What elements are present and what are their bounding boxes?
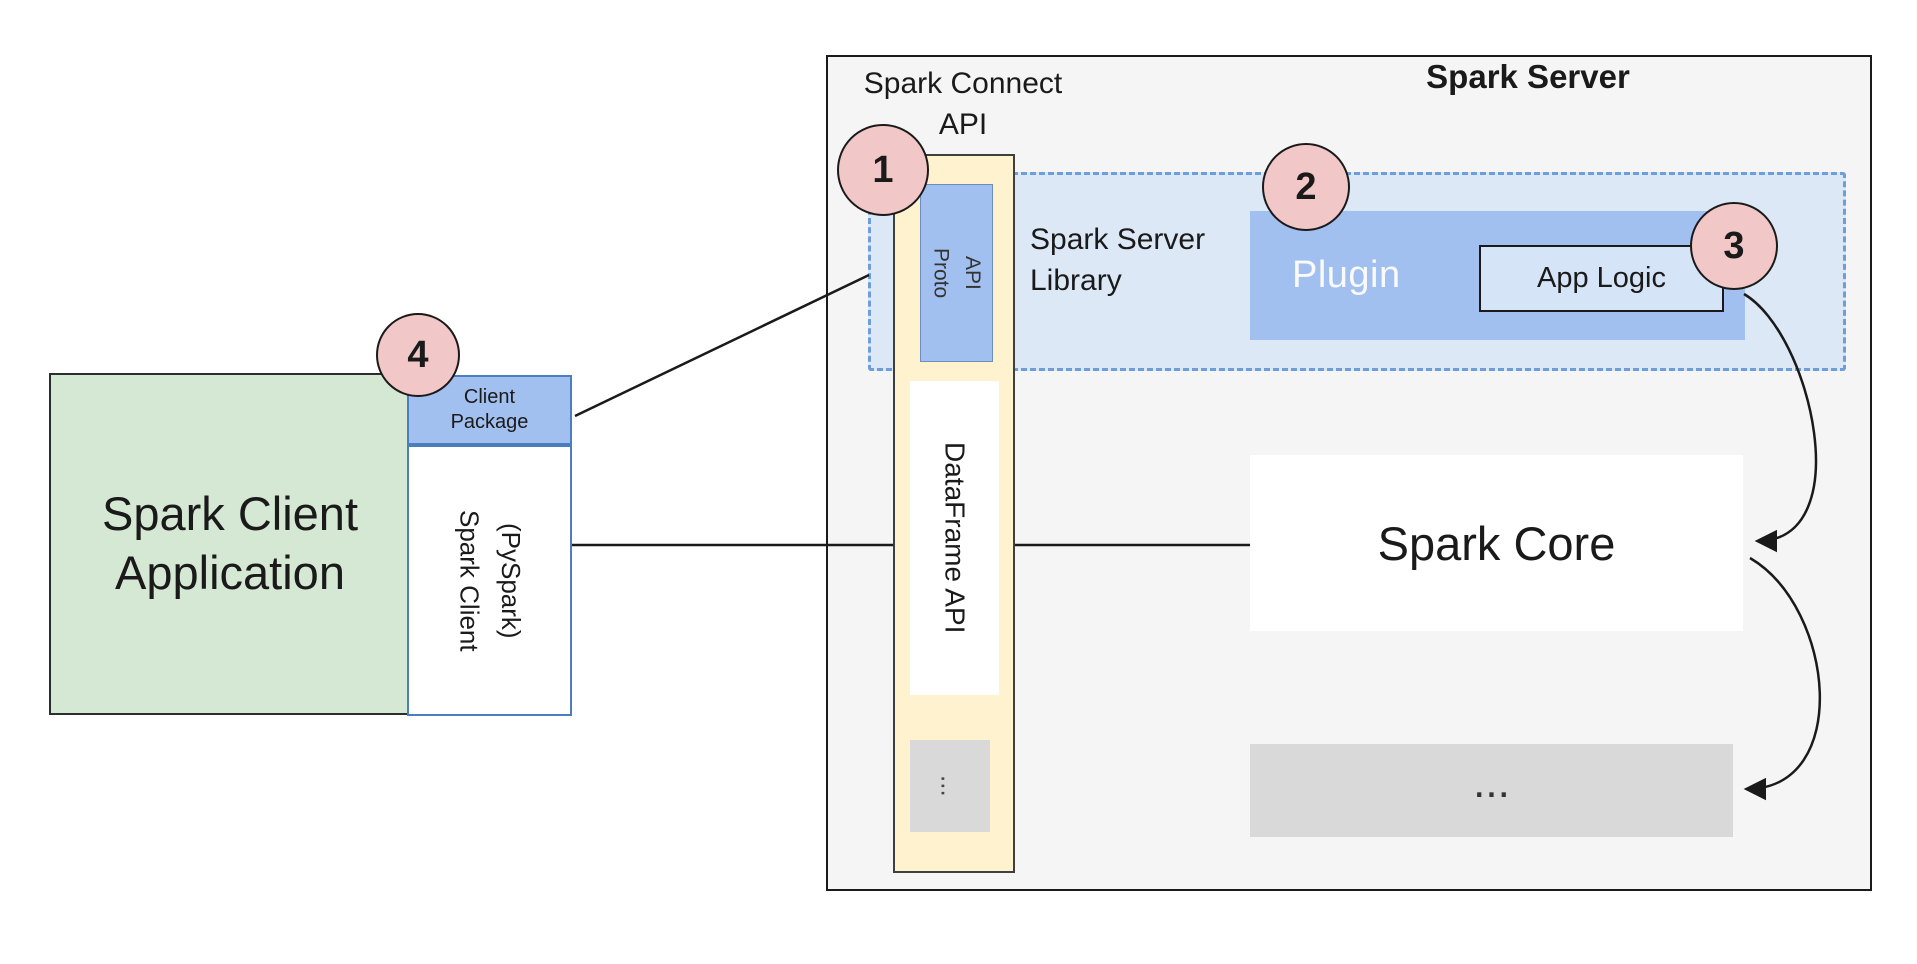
step-badge-4-number: 4 (407, 333, 429, 376)
proto-api-box: Proto API (920, 184, 993, 362)
package-to-proto-line (574, 273, 870, 418)
app-logic-label: App Logic (1537, 262, 1666, 294)
spark-server-title: Spark Server (1426, 58, 1630, 95)
app-logic-box: App Logic (1479, 245, 1724, 312)
step-badge-4: 4 (376, 313, 460, 397)
step-badge-2-number: 2 (1295, 165, 1317, 208)
spark-connect-api-label: Spark Connect API (863, 67, 1063, 141)
library-label: Spark Server Library (1030, 223, 1206, 297)
api-column-more-box: ... (910, 740, 990, 832)
plugin-label: Plugin (1292, 254, 1401, 296)
client-application-label: Spark Client Application (102, 487, 358, 599)
spark-client-box: Spark Client (PySpark) (407, 445, 572, 716)
step-badge-3: 3 (1690, 202, 1778, 290)
step-badge-1-number: 1 (872, 148, 894, 191)
server-more-label: ... (1473, 757, 1510, 807)
step-badge-3-number: 3 (1723, 224, 1745, 267)
server-more-box: ... (1250, 744, 1733, 837)
client-package-label: Client Package (450, 386, 529, 433)
spark-core-label: Spark Core (1377, 516, 1616, 570)
dataframe-api-box: DataFrame API (910, 381, 999, 695)
dataframe-api-label: DataFrame API (939, 442, 971, 634)
proto-api-label: Proto API (929, 247, 985, 299)
api-column-more-label: ... (935, 775, 966, 797)
client-application-box: Spark Client Application (49, 373, 411, 715)
step-badge-2: 2 (1262, 143, 1350, 231)
spark-client-label: Spark Client (PySpark) (454, 509, 527, 652)
spark-core-box: Spark Core (1250, 455, 1743, 631)
step-badge-1: 1 (837, 124, 929, 216)
